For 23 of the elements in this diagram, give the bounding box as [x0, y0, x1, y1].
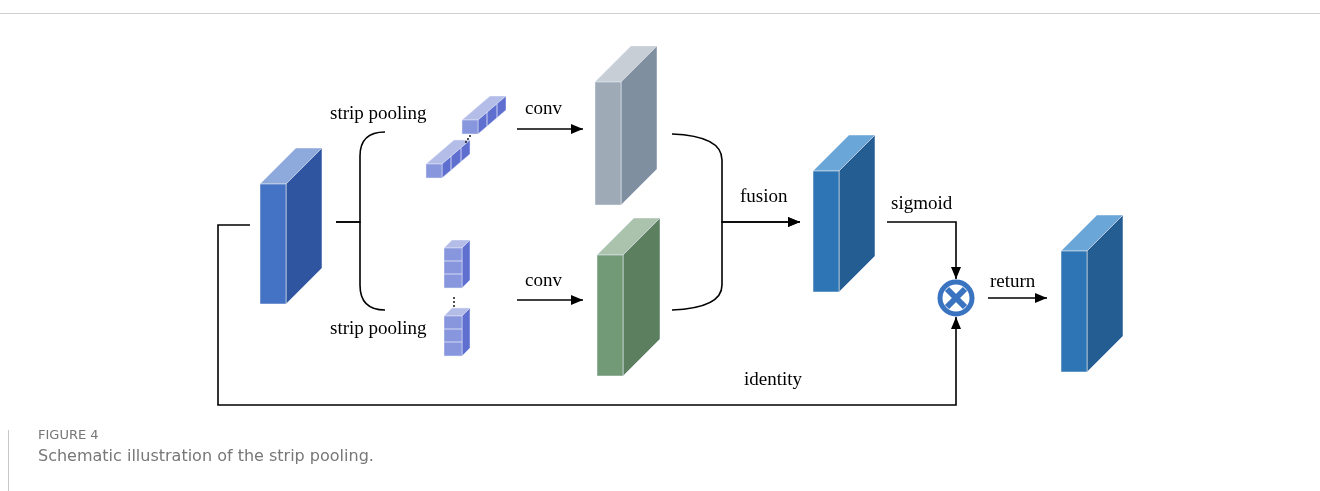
arrow — [886, 221, 961, 280]
arrow — [516, 124, 584, 134]
edge-label: sigmoid — [891, 193, 953, 212]
arrow — [671, 217, 801, 311]
horizontal-strip-drawing — [424, 96, 506, 180]
multiply-circle — [937, 279, 975, 317]
feature-map-block — [595, 46, 657, 205]
operation-label: strip pooling — [330, 318, 427, 337]
edge-label: conv — [525, 270, 562, 289]
arrow — [987, 293, 1048, 303]
edge-label: return — [990, 271, 1036, 290]
feature-map-block — [597, 218, 660, 376]
figure-caption: Schematic illustration of the strip pooling. — [38, 448, 374, 464]
figure-number: FIGURE 4 — [38, 428, 99, 441]
edge-label: identity — [744, 369, 803, 388]
edge-label: conv — [525, 98, 562, 117]
operation-label: strip pooling — [330, 103, 427, 122]
feature-map-block — [813, 135, 875, 292]
arrow — [217, 224, 961, 406]
arrow — [516, 295, 584, 305]
feature-map-block — [1061, 215, 1123, 372]
feature-map-block — [260, 148, 322, 304]
edge-label: fusion — [740, 186, 788, 205]
